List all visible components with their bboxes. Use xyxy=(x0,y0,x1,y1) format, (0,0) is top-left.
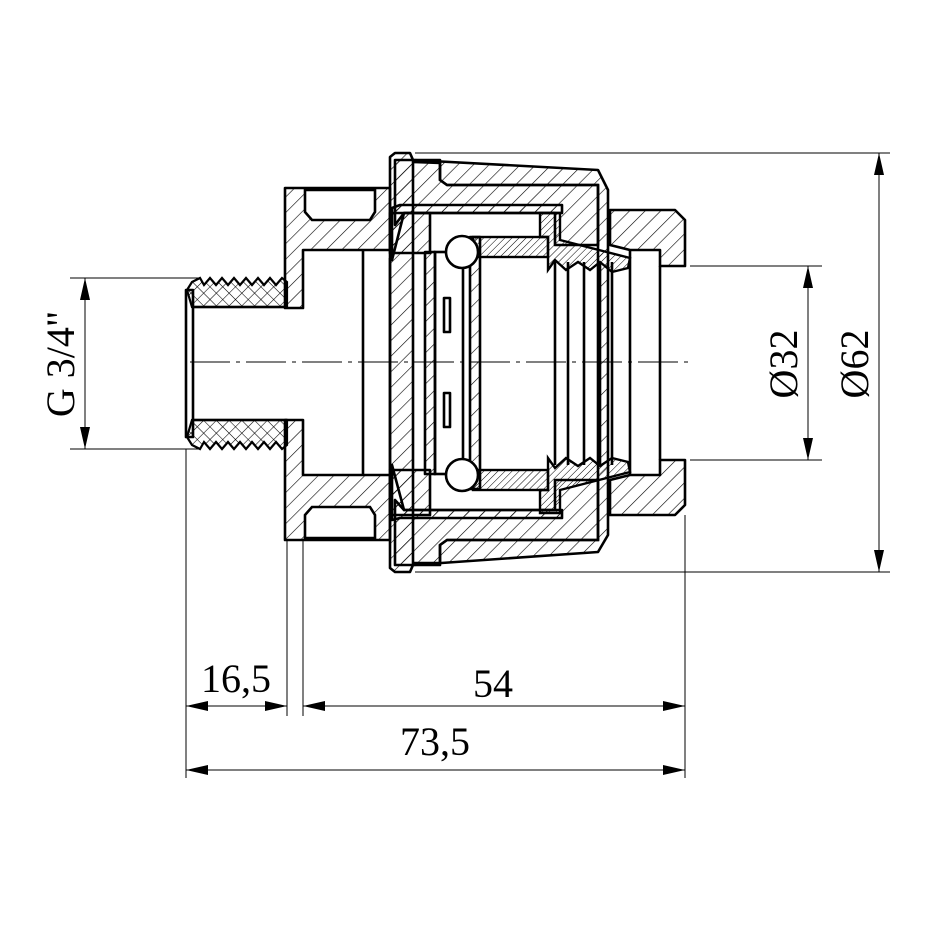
thread-dimension-label: G 3/4" xyxy=(38,311,83,417)
grip-insert xyxy=(538,211,632,515)
threaded-nipple xyxy=(184,276,289,451)
thread-length-label: 16,5 xyxy=(201,656,271,701)
collet-ring xyxy=(423,234,550,493)
fitting-body xyxy=(283,186,432,542)
pipe-diameter-label: Ø32 xyxy=(761,330,806,399)
body-length-label: 54 xyxy=(473,661,513,706)
ball-bottom xyxy=(444,457,480,493)
dimension-lines xyxy=(70,152,890,778)
outer-diameter-label: Ø62 xyxy=(832,330,877,399)
total-length-label: 73,5 xyxy=(400,719,470,764)
ball-top xyxy=(444,234,480,270)
